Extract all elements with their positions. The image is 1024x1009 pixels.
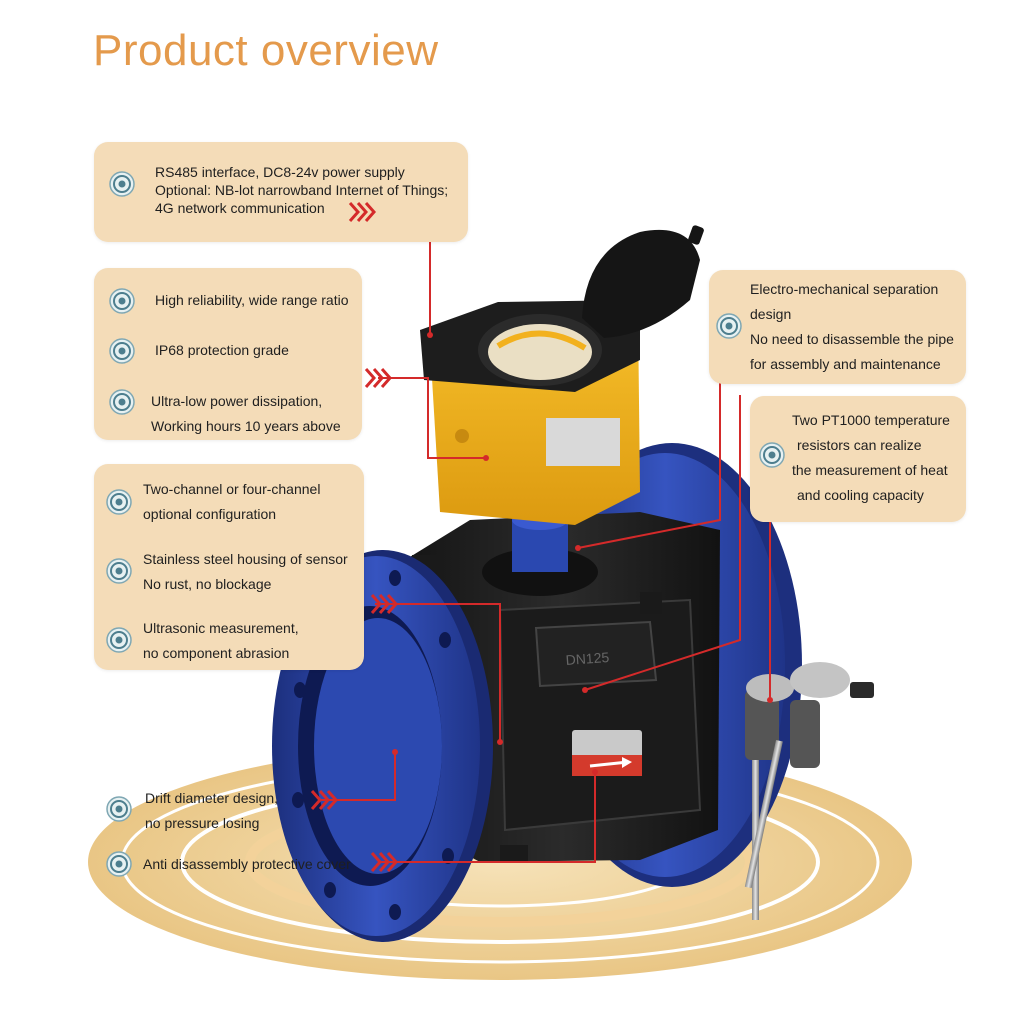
separation-line-1: Electro-mechanical separation [750,281,939,297]
sensor-item-1-line-1: Two-channel or four-channel [143,481,321,497]
connectivity-line-2: Optional: NB-lot narrowband Internet of … [155,182,449,198]
target-bullet-icon [109,171,135,197]
sensor-item-3-line-2: no component abrasion [143,645,290,661]
info-panel-connectivity [94,142,468,242]
target-bullet-icon [106,627,132,653]
converter-head [420,225,704,525]
connectivity-line-3: 4G network communication [155,200,325,216]
info-panel-temperature [750,396,966,522]
info-panel-separation [709,270,966,384]
temperature-line-3: the measurement of heat [792,462,948,478]
sensor-item-2-line-2: No rust, no blockage [143,576,272,592]
reliability-item-2: IP68 protection grade [155,342,289,358]
target-bullet-icon [106,489,132,515]
separation-line-2: design [750,306,792,322]
reliability-item-3-line-1: Ultra-low power dissipation, [151,393,323,409]
target-bullet-icon [109,338,135,364]
sensor-item-3-line-1: Ultrasonic measurement, [143,620,299,636]
info-panel-reliability [94,268,362,440]
sensor-item-1-line-2: optional configuration [143,506,277,522]
head-label-plate [546,418,620,466]
target-bullet-icon [759,442,785,468]
drift-note-line-2: no pressure losing [145,815,260,831]
target-bullet-icon [106,796,132,822]
separation-line-3: No need to disassemble the pipe [750,331,954,347]
target-bullet-icon [106,558,132,584]
temperature-line-1: Two PT1000 temperature [792,412,950,428]
temperature-line-2: resistors can realize [797,437,922,453]
temperature-probes [744,662,874,920]
target-bullet-icon [106,851,132,877]
leader-dots [392,332,773,775]
target-bullet-icon [716,313,742,339]
separation-line-4: for assembly and maintenance [750,356,941,372]
info-panel-sensor [94,464,364,670]
temperature-line-4: and cooling capacity [797,487,924,503]
sensor-item-2-line-1: Stainless steel housing of sensor [143,551,348,567]
target-bullet-icon [109,288,135,314]
drift-note-line-1: Drift diameter design, [145,790,279,806]
reliability-item-3-line-2: Working hours 10 years above [151,418,341,434]
target-bullet-icon [109,389,135,415]
reliability-item-1: High reliability, wide range ratio [155,292,349,308]
protective-cover-note: Anti disassembly protective cover [143,856,351,872]
page-title: Product overview [93,26,439,75]
body-size-label: DN125 [565,649,610,668]
connectivity-line-1: RS485 interface, DC8-24v power supply [155,164,405,180]
